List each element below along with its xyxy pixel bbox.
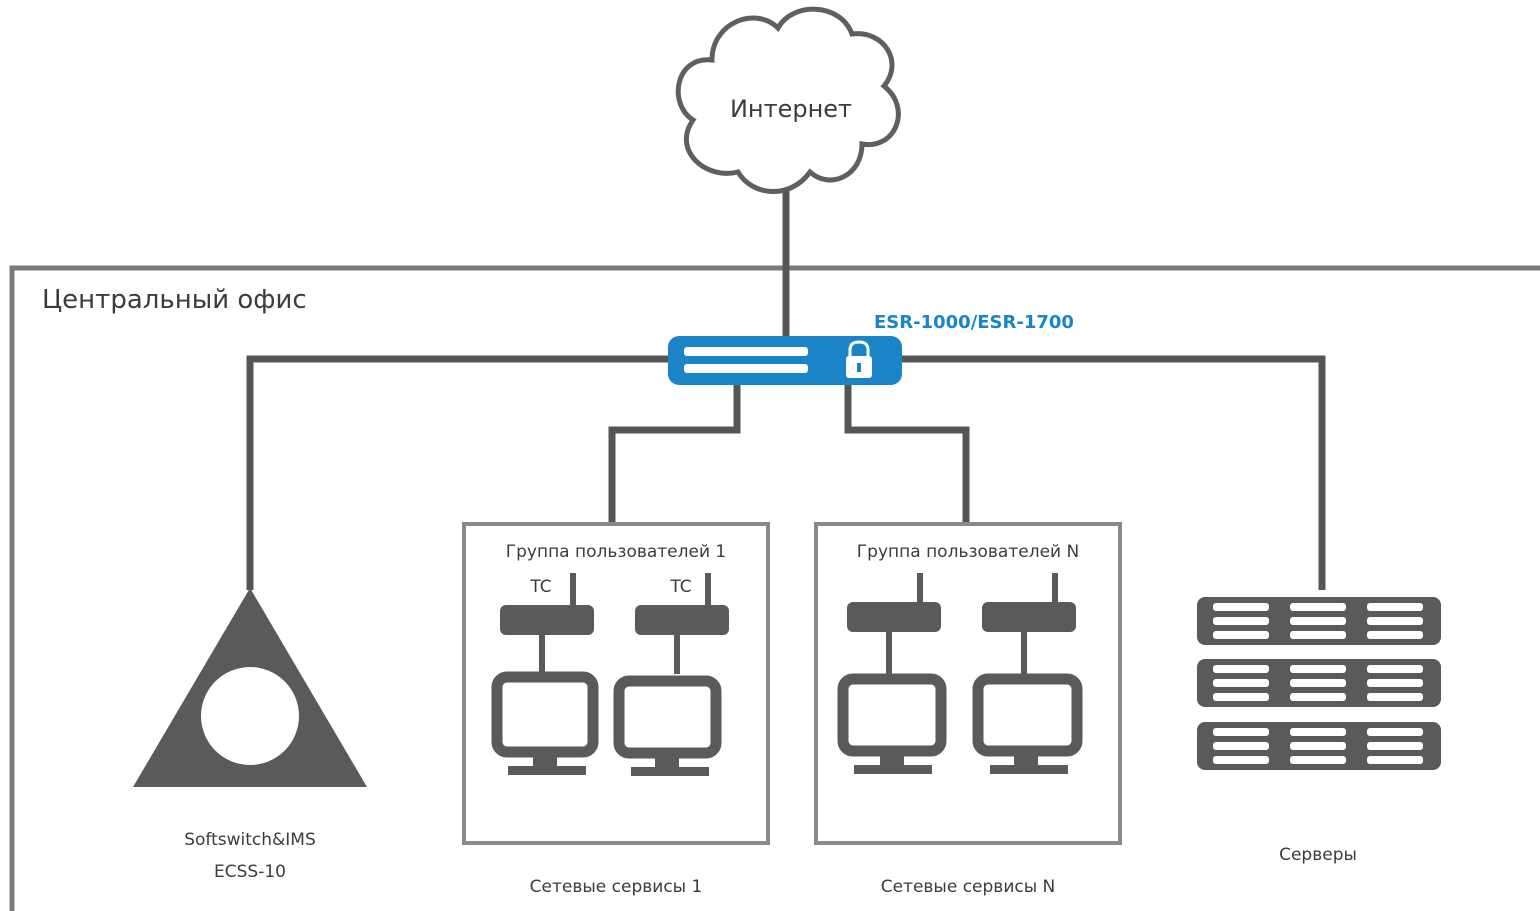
cloud-icon — [675, 6, 901, 194]
user-group-1: Группа пользователей 1 TC TC — [462, 522, 770, 845]
group-label: Группа пользователей N — [857, 542, 1079, 562]
softswitch-icon — [133, 588, 367, 787]
connections — [246, 186, 1326, 590]
servers-icon — [1197, 597, 1441, 770]
workstation — [613, 573, 729, 776]
office-boundary — [9, 265, 1540, 911]
internet-label: Интернет — [730, 95, 852, 123]
softswitch-model: ECSS-10 — [214, 862, 286, 882]
group-caption: Сетевые сервисы N — [881, 877, 1056, 897]
group-caption: Сетевые сервисы 1 — [530, 877, 703, 897]
router-esr — [668, 336, 902, 385]
terminal-label: TC — [529, 577, 551, 597]
office-label: Центральный офис — [42, 285, 307, 315]
monitor-icon — [972, 673, 1083, 757]
monitor-icon — [613, 675, 722, 759]
lock-icon — [846, 340, 872, 378]
user-group-n: Группа пользователей N — [814, 522, 1122, 845]
workstation — [972, 573, 1083, 774]
group-label: Группа пользователей 1 — [506, 542, 727, 562]
softswitch-label: Softswitch&IMS — [184, 830, 316, 850]
monitor-icon — [837, 673, 947, 757]
terminal-label: TC — [669, 577, 691, 597]
workstation — [837, 573, 947, 774]
internet-cloud: Интернет — [675, 6, 901, 194]
monitor-icon — [491, 671, 599, 758]
router-label: ESR-1000/ESR-1700 — [874, 312, 1074, 333]
servers-label: Серверы — [1279, 845, 1357, 865]
workstation — [491, 573, 599, 775]
